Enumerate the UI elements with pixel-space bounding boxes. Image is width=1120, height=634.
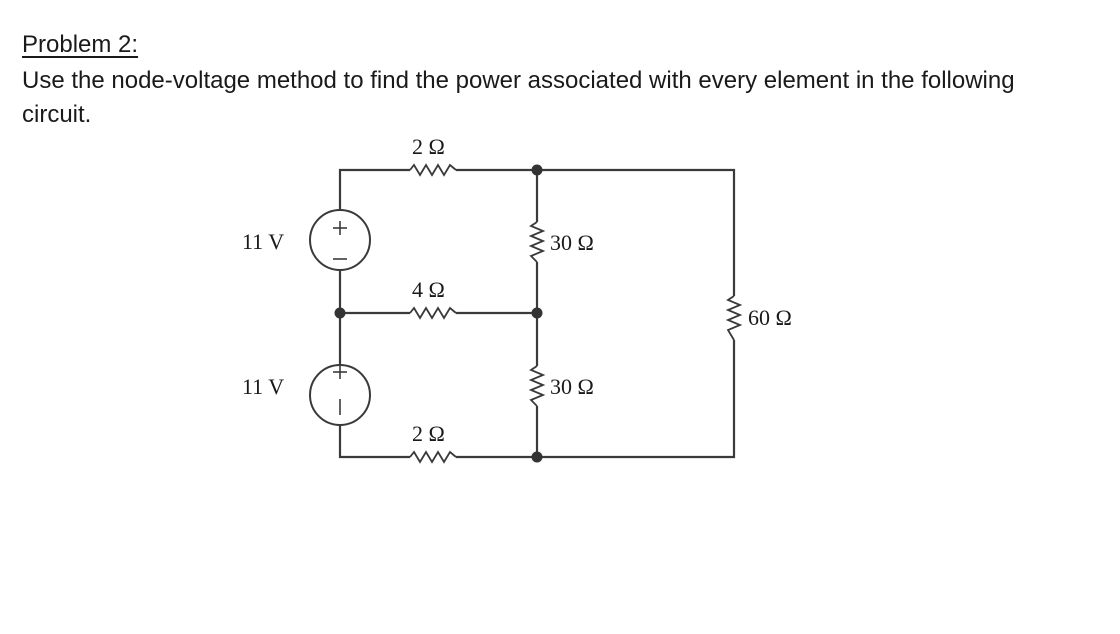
- wire-top-right: [537, 168, 736, 296]
- node-middle-left: [334, 307, 346, 319]
- resistor-2ohm-bottom: [409, 450, 457, 464]
- node-top: [531, 164, 543, 176]
- resistor-60ohm-right-label: 60 Ω: [748, 305, 792, 330]
- voltage-source-top: [309, 209, 371, 271]
- resistor-2ohm-bottom-label: 2 Ω: [412, 421, 445, 446]
- source-top-label: 11 V: [242, 229, 284, 254]
- resistor-4ohm-middle-label: 4 Ω: [412, 277, 445, 302]
- source-bottom-label: 11 V: [242, 374, 284, 399]
- resistor-30ohm-lower: [528, 365, 546, 407]
- resistor-30ohm-lower-label: 30 Ω: [550, 374, 594, 399]
- node-bottom: [531, 451, 543, 463]
- voltage-source-bottom: [309, 364, 371, 426]
- resistor-30ohm-upper-label: 30 Ω: [550, 230, 594, 255]
- problem-statement: Use the node-voltage method to find the …: [22, 67, 1015, 128]
- resistor-2ohm-top: [409, 163, 457, 177]
- wire-top-left: [338, 168, 410, 210]
- wire-bottom-left: [338, 424, 410, 459]
- resistor-2ohm-top-label: 2 Ω: [412, 134, 445, 159]
- resistor-30ohm-upper: [528, 221, 546, 263]
- resistor-4ohm-middle: [409, 306, 457, 320]
- problem-heading: Problem 2:: [22, 31, 139, 58]
- wire-bottom-right: [537, 340, 736, 459]
- node-middle-right: [531, 307, 543, 319]
- resistor-60ohm-right: [725, 295, 743, 341]
